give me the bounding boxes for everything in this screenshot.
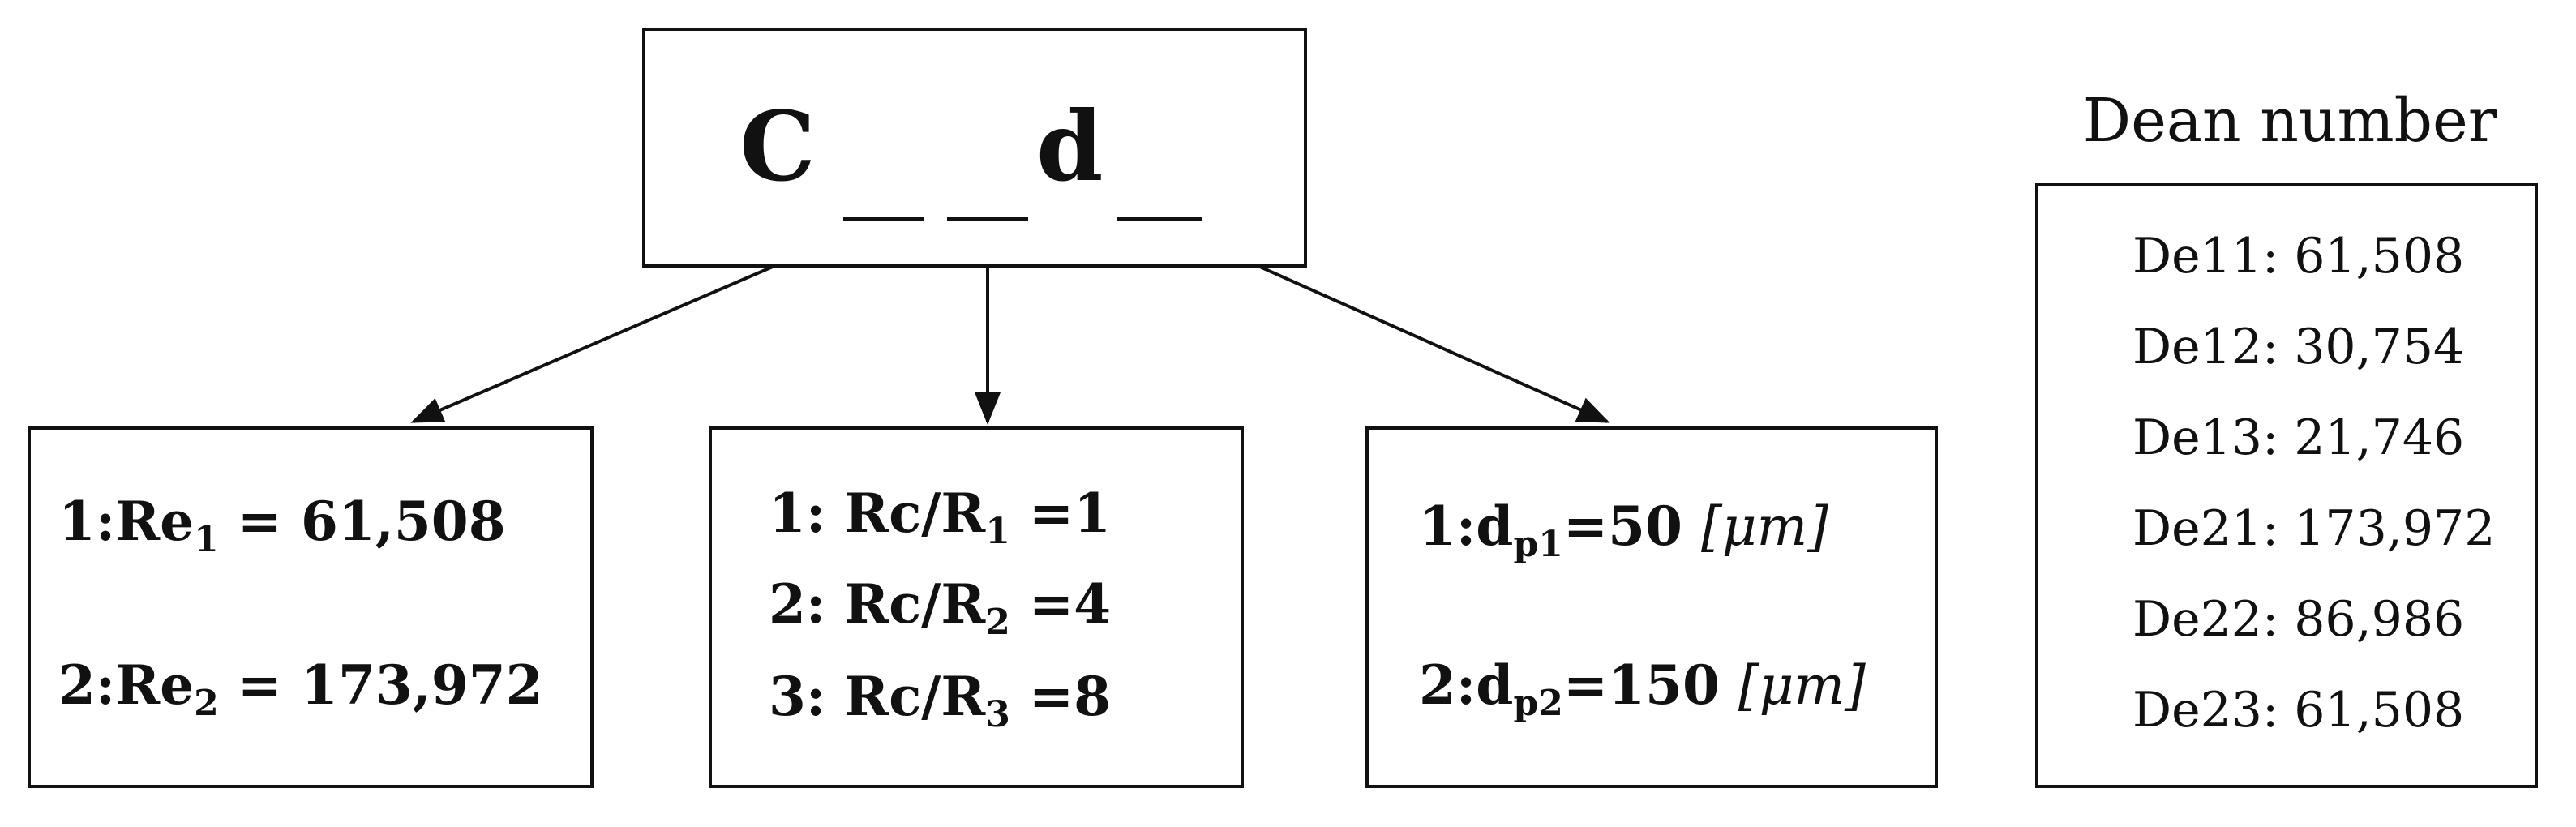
dean-item-1: De11: 61,508 [2132, 228, 2465, 285]
blank-slot-2 [947, 217, 1028, 221]
curvature-box [709, 426, 1244, 788]
curvature-line-1: 1: Rc/R1 =1 [769, 482, 1112, 552]
letter-c: C [739, 90, 816, 203]
particle-box [1365, 426, 1938, 788]
letter-d: d [1036, 90, 1104, 203]
particle-line-2: 2:dp2=150 [μm] [1419, 653, 1866, 724]
dean-item-3: De13: 21,746 [2132, 409, 2465, 466]
curvature-line-2: 2: Rc/R2 =4 [769, 572, 1112, 643]
reynolds-box [28, 426, 594, 788]
curvature-line-3: 3: Rc/R3 =8 [769, 665, 1112, 735]
dean-number-box [2035, 183, 2538, 788]
dean-item-5: De22: 86,986 [2132, 591, 2465, 648]
blank-slot-1 [843, 217, 924, 221]
blank-slot-3 [1117, 217, 1202, 221]
reynolds-line-1: 1:Re1 = 61,508 [58, 490, 506, 560]
particle-line-1: 1:dp1=50 [μm] [1419, 495, 1828, 565]
reynolds-line-2: 2:Re2 = 173,972 [58, 653, 543, 724]
dean-number-title: Dean number [2082, 86, 2497, 156]
dean-item-6: De23: 61,508 [2132, 682, 2465, 739]
top-formula-box [642, 28, 1307, 268]
dean-item-2: De12: 30,754 [2132, 319, 2465, 375]
dean-item-4: De21: 173,972 [2132, 500, 2496, 557]
